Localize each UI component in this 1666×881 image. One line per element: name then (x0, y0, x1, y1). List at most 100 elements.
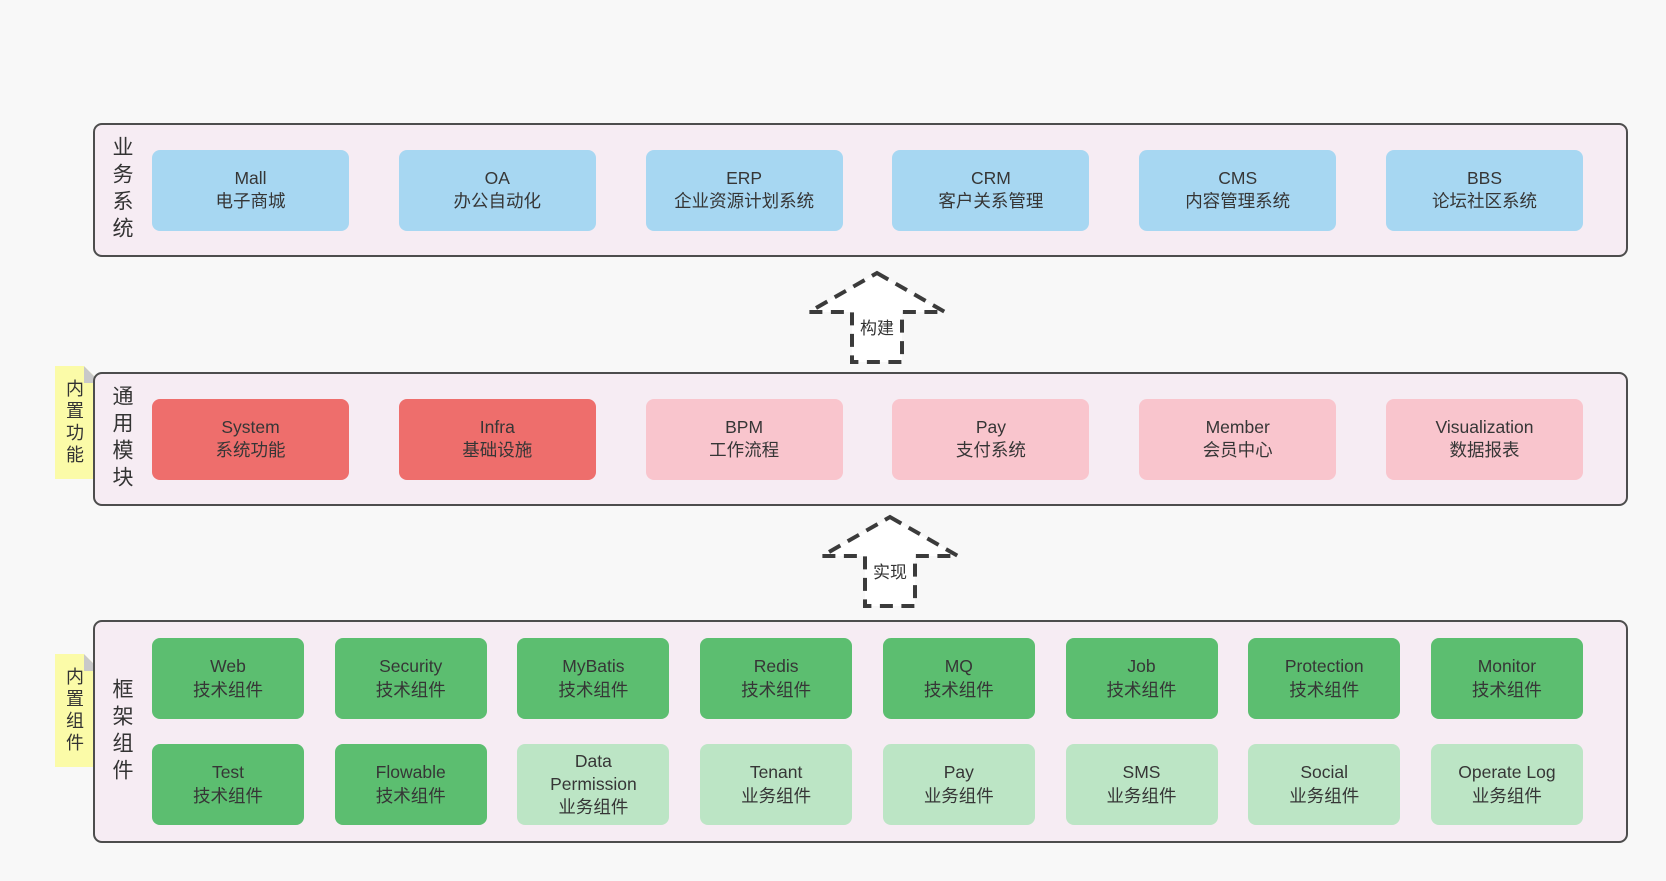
box-subtitle: 技术组件 (741, 679, 812, 700)
box-subtitle: 会员中心 (1202, 440, 1273, 460)
box-security: Security 技术组件 (334, 638, 487, 719)
box-test: Test 技术组件 (152, 744, 304, 825)
box-title: Mall (234, 167, 267, 188)
box-subtitle: 业务组件 (741, 785, 812, 806)
box-crm: CRM 客户关系管理 (892, 149, 1090, 231)
box-subtitle: 技术组件 (193, 785, 263, 806)
sticky-note-label: 内置功能 (64, 378, 84, 467)
box-subtitle: 业务组件 (558, 797, 629, 818)
box-redis: Redis 技术组件 (700, 638, 853, 719)
box-title: Flowable (375, 762, 446, 783)
box-title: Job (1127, 656, 1156, 677)
box-subtitle: 技术组件 (923, 679, 994, 700)
box-title: Test (211, 762, 245, 783)
box-subtitle: 技术组件 (193, 679, 263, 700)
box-subtitle: 论坛社区系统 (1431, 191, 1537, 211)
box-subtitle: 系统功能 (215, 440, 286, 460)
box-subtitle: 内容管理系统 (1185, 191, 1291, 211)
box-title: Redis (753, 656, 799, 677)
band-business-systems: 业务系统 Mall 电子商城 OA 办公自动化 ERP 企业资源计划系统 CRM… (93, 123, 1628, 257)
box-title: Operate Log (1458, 762, 1556, 783)
box-tenant: Tenant 业务组件 (700, 744, 853, 825)
box-protection: Protection 技术组件 (1248, 638, 1401, 719)
band-row: Mall 电子商城 OA 办公自动化 ERP 企业资源计划系统 CRM 客户关系… (152, 149, 1583, 231)
band-label-framework-components: 框架组件 (110, 677, 133, 786)
box-title: Visualization (1435, 416, 1534, 437)
box-subtitle: 电子商城 (215, 191, 286, 211)
box-subtitle: 支付系统 (955, 440, 1026, 460)
band-framework-components: 框架组件 Web 技术组件 Security 技术组件 MyBatis 技术组件… (93, 620, 1628, 843)
box-subtitle: 技术组件 (1106, 679, 1177, 700)
box-title: System (221, 416, 280, 437)
box-subtitle: 技术组件 (375, 679, 446, 700)
box-title: MyBatis (562, 656, 625, 677)
box-member: Member 会员中心 (1139, 398, 1337, 480)
box-title: MQ (944, 656, 973, 677)
box-title: BBS (1466, 167, 1502, 188)
arrow-implement: 实现 (819, 512, 961, 612)
box-title: Pay (975, 416, 1006, 437)
box-social: Social 业务组件 (1248, 744, 1401, 825)
box-job: Job 技术组件 (1065, 638, 1218, 719)
box-bbs: BBS 论坛社区系统 (1385, 149, 1583, 231)
box-title: OA (484, 167, 510, 188)
box-oa: OA 办公自动化 (398, 149, 596, 231)
box-subtitle: 业务组件 (923, 785, 994, 806)
arrow-build: 构建 (806, 268, 948, 368)
box-title: Tenant (749, 762, 803, 783)
box-subtitle: 技术组件 (1471, 679, 1542, 700)
box-subtitle: 技术组件 (558, 679, 629, 700)
box-title: Member (1205, 416, 1270, 437)
box-title: BPM (725, 416, 764, 437)
band-rows: Web 技术组件 Security 技术组件 MyBatis 技术组件 Redi… (152, 622, 1583, 841)
box-operate-log: Operate Log 业务组件 (1430, 744, 1583, 825)
box-title: Protection (1284, 656, 1364, 677)
box-cms: CMS 内容管理系统 (1139, 149, 1337, 231)
arrow-label: 构建 (858, 314, 896, 339)
box-subtitle: 业务组件 (1106, 785, 1177, 806)
band-row: System 系统功能 Infra 基础设施 BPM 工作流程 Pay 支付系统… (152, 398, 1583, 480)
box-infra: Infra 基础设施 (398, 398, 596, 480)
box-flowable: Flowable 技术组件 (334, 744, 487, 825)
box-mybatis: MyBatis 技术组件 (517, 638, 670, 719)
box-subtitle: 企业资源计划系统 (674, 191, 815, 211)
box-mall: Mall 电子商城 (152, 149, 349, 231)
box-title: Social (1300, 762, 1349, 783)
band-rows: System 系统功能 Infra 基础设施 BPM 工作流程 Pay 支付系统… (152, 374, 1583, 504)
box-subtitle: 基础设施 (462, 440, 533, 460)
box-subtitle: 数据报表 (1449, 440, 1520, 460)
box-subtitle: 工作流程 (709, 440, 780, 460)
arrow-label: 实现 (871, 558, 909, 583)
box-title: SMS (1122, 762, 1161, 783)
band-row: Web 技术组件 Security 技术组件 MyBatis 技术组件 Redi… (152, 638, 1583, 719)
band-label-common-modules: 通用模块 (110, 385, 133, 493)
band-label-business-systems: 业务系统 (110, 136, 133, 244)
box-title: Data Permission (550, 750, 637, 794)
box-pay: Pay 支付系统 (892, 398, 1090, 480)
box-title: Monitor (1477, 656, 1537, 677)
box-subtitle: 客户关系管理 (938, 191, 1044, 211)
box-data-permission: Data Permission 业务组件 (517, 744, 670, 825)
box-title: CMS (1218, 167, 1258, 188)
band-common-modules: 通用模块 System 系统功能 Infra 基础设施 BPM 工作流程 Pay… (93, 372, 1628, 506)
box-subtitle: 技术组件 (1289, 679, 1360, 700)
box-system: System 系统功能 (152, 398, 349, 480)
box-title: Pay (943, 762, 974, 783)
box-subtitle: 业务组件 (1289, 785, 1360, 806)
box-visualization: Visualization 数据报表 (1385, 398, 1583, 480)
box-title: Infra (479, 416, 515, 437)
box-subtitle: 技术组件 (375, 785, 446, 806)
sticky-note-label: 内置组件 (64, 666, 84, 755)
box-sms: SMS 业务组件 (1065, 744, 1218, 825)
box-title: ERP (726, 167, 763, 188)
box-bpm: BPM 工作流程 (645, 398, 843, 480)
box-pay-business: Pay 业务组件 (882, 744, 1035, 825)
box-web: Web 技术组件 (152, 638, 304, 719)
box-title: Web (210, 656, 246, 677)
box-subtitle: 业务组件 (1471, 785, 1542, 806)
box-mq: MQ 技术组件 (882, 638, 1035, 719)
box-subtitle: 办公自动化 (453, 191, 542, 211)
band-rows: Mall 电子商城 OA 办公自动化 ERP 企业资源计划系统 CRM 客户关系… (152, 125, 1583, 255)
box-title: CRM (970, 167, 1011, 188)
